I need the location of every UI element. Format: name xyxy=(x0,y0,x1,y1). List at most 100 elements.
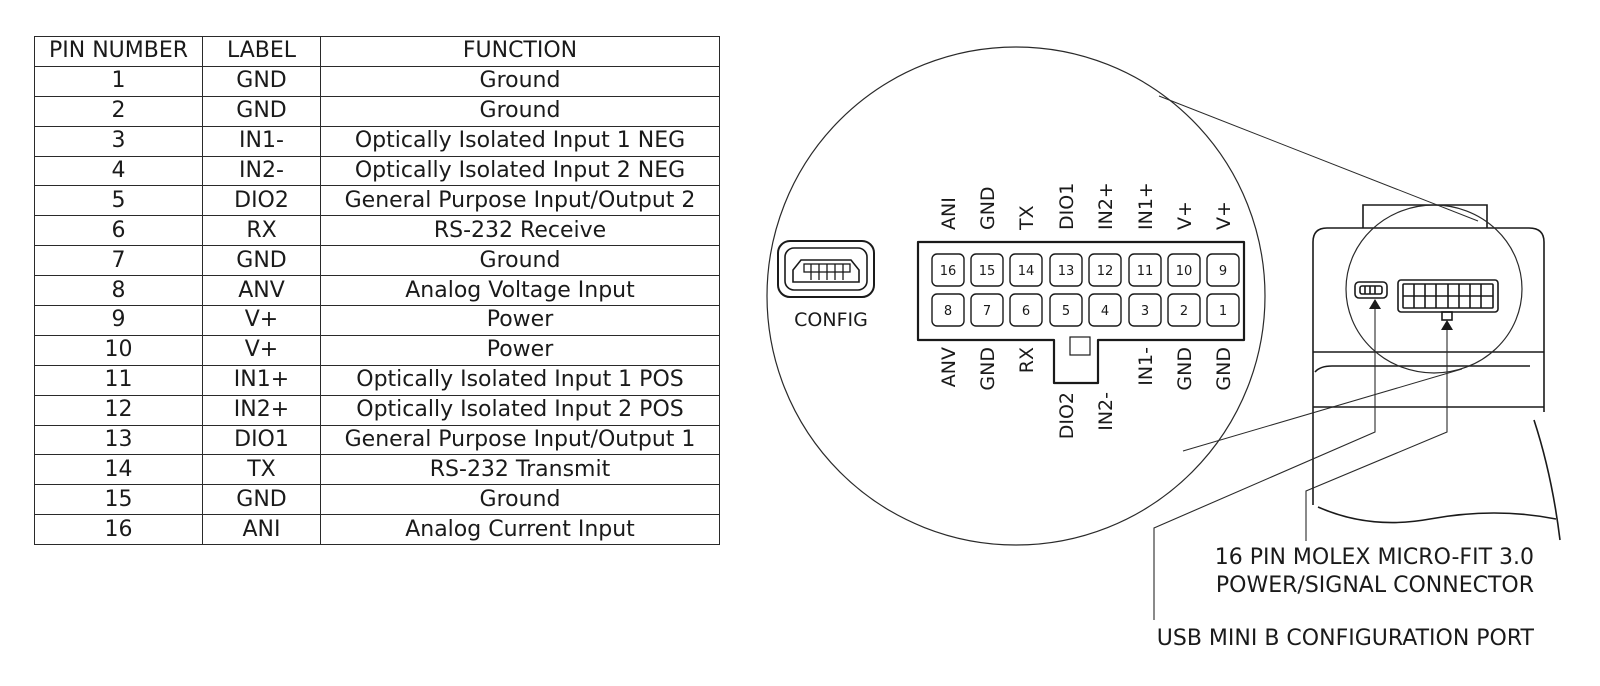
pin-number-cell: 5 xyxy=(34,185,203,217)
detail-circle xyxy=(1345,204,1523,374)
pin-number: 4 xyxy=(1101,304,1109,319)
pin-number: 5 xyxy=(1062,304,1070,319)
pin-label-cell: ANV xyxy=(202,275,321,307)
pin-number-cell: 11 xyxy=(34,364,203,396)
pin-function-cell: General Purpose Input/Output 1 xyxy=(320,424,720,456)
pin-label-cell: RX xyxy=(202,215,321,247)
leader-lines xyxy=(1153,300,1448,620)
pin-number: 15 xyxy=(979,264,996,279)
pin-number: 2 xyxy=(1180,304,1188,319)
pin-function-cell: Ground xyxy=(320,95,720,127)
top-pin-label: IN1+ xyxy=(1135,182,1157,230)
pin-number: 9 xyxy=(1219,264,1227,279)
pin-number: 16 xyxy=(940,264,957,279)
pin-number-cell: 9 xyxy=(34,305,203,336)
pin-function-cell: Ground xyxy=(320,245,720,277)
top-pin-label: IN2+ xyxy=(1095,182,1117,230)
column-header-function: FUNCTION xyxy=(320,36,720,67)
top-pin-label: GND xyxy=(977,186,999,230)
bottom-pin-label: ANV xyxy=(938,347,960,387)
pin-function-cell: Optically Isolated Input 2 POS xyxy=(320,394,720,426)
bottom-pin-label: RX xyxy=(1016,347,1038,373)
column-header-pin-number: PIN NUMBER xyxy=(34,36,203,67)
pin-function-cell: Ground xyxy=(320,65,720,97)
pin-number: 13 xyxy=(1058,264,1075,279)
bottom-pin-label: GND xyxy=(1174,347,1196,391)
pin-number-cell: 6 xyxy=(34,215,203,247)
pin-number-cell: 16 xyxy=(34,514,203,546)
pin-label-cell: V+ xyxy=(202,305,321,336)
pin-number: 10 xyxy=(1176,264,1193,279)
config-label: CONFIG xyxy=(794,309,868,331)
usb-callout: USB MINI B CONFIGURATION PORT xyxy=(1157,626,1535,651)
pin-number: 7 xyxy=(983,304,991,319)
pin-cell: 2 xyxy=(1167,293,1201,327)
molex-arrowhead xyxy=(1441,320,1453,330)
pin-function-cell: Analog Current Input xyxy=(320,514,720,546)
pin-label-cell: V+ xyxy=(202,334,321,366)
pin-label-cell: IN2- xyxy=(202,155,321,187)
zoom-line-bottom xyxy=(1182,368,1463,452)
pin-label-cell: IN1+ xyxy=(202,364,321,396)
pin-cell: 11 xyxy=(1128,253,1162,287)
pin-number: 8 xyxy=(944,304,952,319)
pin-cell: 7 xyxy=(970,293,1004,327)
top-pin-label: TX xyxy=(1016,205,1038,231)
bottom-pin-label: GND xyxy=(977,347,999,391)
pin-number: 12 xyxy=(1097,264,1114,279)
pin-cell: 8 xyxy=(931,293,965,327)
pin-number: 14 xyxy=(1018,264,1035,279)
pin-cell: 4 xyxy=(1088,293,1122,327)
pin-label-cell: DIO1 xyxy=(202,424,321,456)
usb-mini-b-port xyxy=(777,240,875,298)
pin-number-cell: 4 xyxy=(34,155,203,187)
pin-label-cell: DIO2 xyxy=(202,185,321,217)
top-pin-label: V+ xyxy=(1174,201,1196,230)
pin-label-cell: GND xyxy=(202,484,321,516)
top-pin-label: ANI xyxy=(938,197,960,230)
pin-number: 6 xyxy=(1022,304,1030,319)
pin-number-cell: 2 xyxy=(34,95,203,127)
column-header-label: LABEL xyxy=(202,36,321,67)
bottom-pin-label: IN1- xyxy=(1135,347,1157,386)
zoom-circle xyxy=(766,46,1266,546)
usb-arrowhead xyxy=(1369,299,1381,309)
pin-cell: 10 xyxy=(1167,253,1201,287)
pin-cell: 5 xyxy=(1049,293,1083,327)
top-pin-label: DIO1 xyxy=(1056,183,1078,230)
pin-label-cell: ANI xyxy=(202,514,321,546)
pin-function-cell: Optically Isolated Input 1 NEG xyxy=(320,125,720,157)
zoom-line-top xyxy=(1158,95,1479,222)
pin-cell: 13 xyxy=(1049,253,1083,287)
pin-cell: 12 xyxy=(1088,253,1122,287)
top-pin-label: V+ xyxy=(1213,201,1235,230)
pin-cell: 14 xyxy=(1009,253,1043,287)
small-molex-connector xyxy=(1397,279,1499,321)
pin-cell: 16 xyxy=(931,253,965,287)
pin-cell: 9 xyxy=(1206,253,1240,287)
bottom-pin-label: IN2- xyxy=(1095,392,1117,431)
table-header-row: PIN NUMBER LABEL FUNCTION xyxy=(34,36,720,67)
molex-callout-line1: 16 PIN MOLEX MICRO-FIT 3.0 xyxy=(1215,545,1534,570)
pin-cell: 1 xyxy=(1206,293,1240,327)
pin-function-cell: Optically Isolated Input 1 POS xyxy=(320,364,720,396)
pin-number-cell: 10 xyxy=(34,334,203,366)
pin-number-cell: 7 xyxy=(34,245,203,277)
